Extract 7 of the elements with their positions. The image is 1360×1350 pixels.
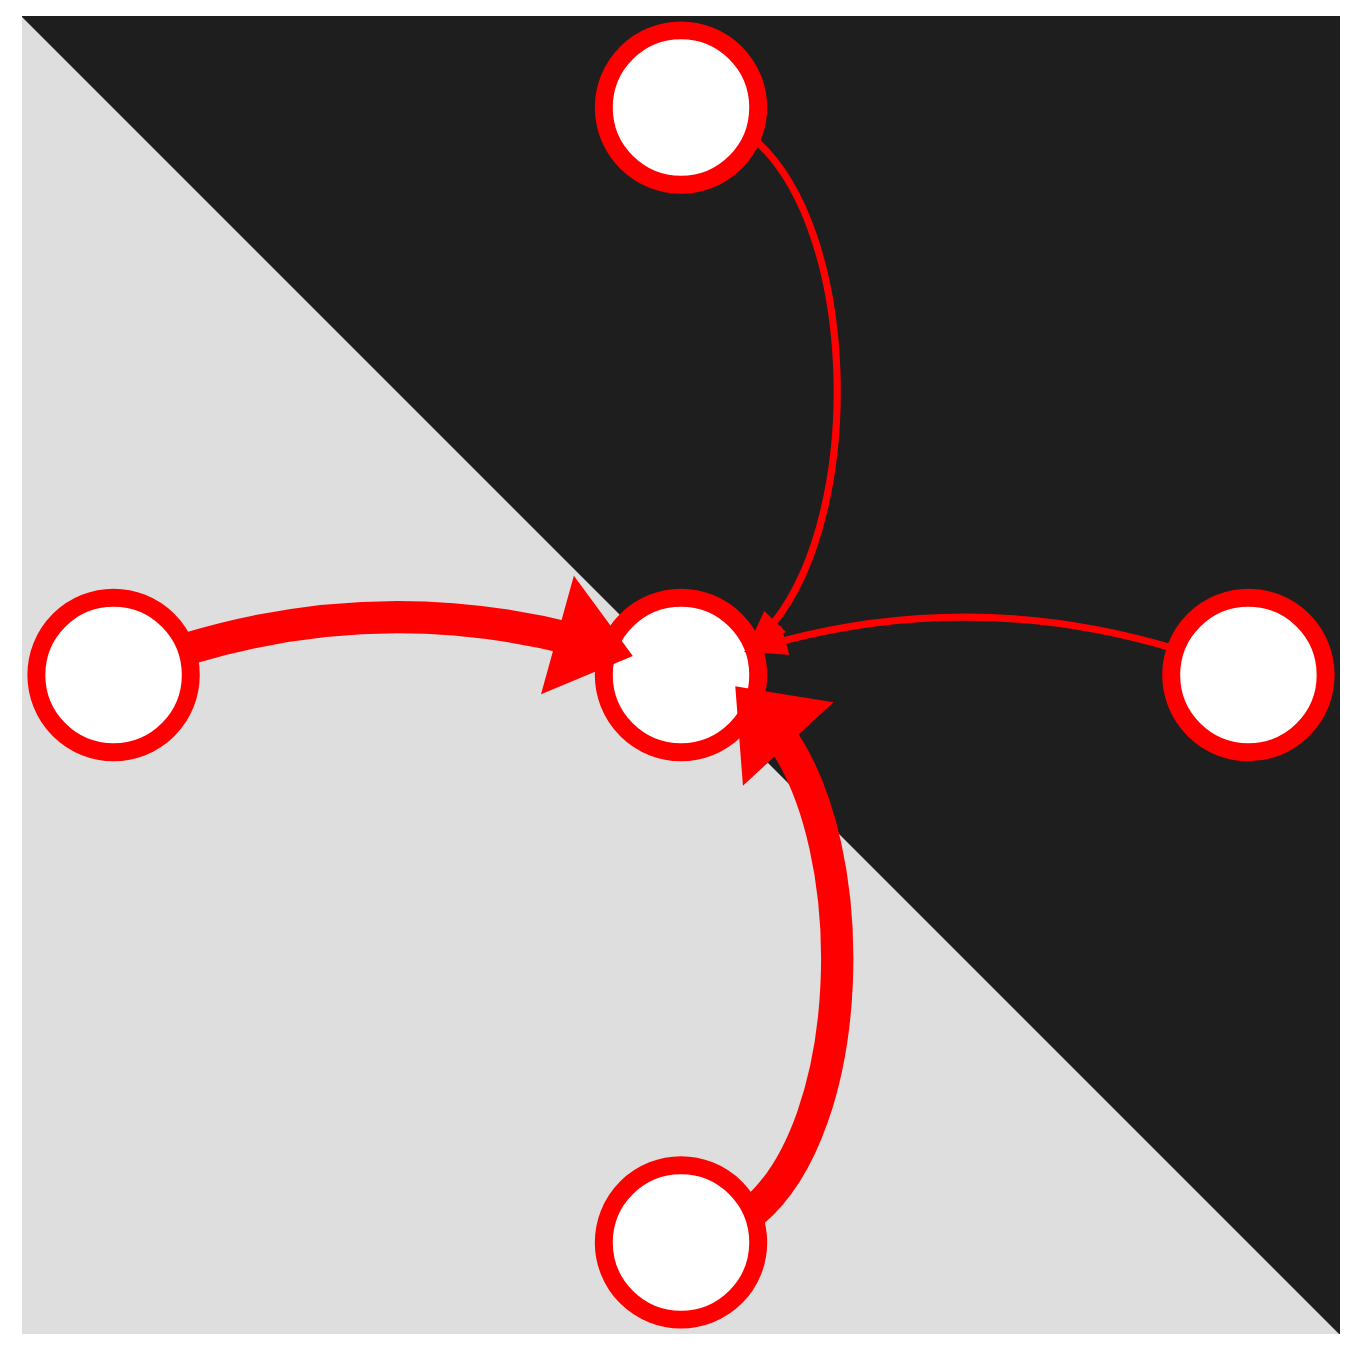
node-circle (593, 1156, 767, 1329)
node-circle (593, 21, 767, 194)
node-circle (1161, 588, 1334, 762)
arrow (734, 686, 852, 1224)
arrow (742, 613, 1175, 655)
node-circle (26, 588, 199, 762)
node-circle (593, 588, 767, 762)
